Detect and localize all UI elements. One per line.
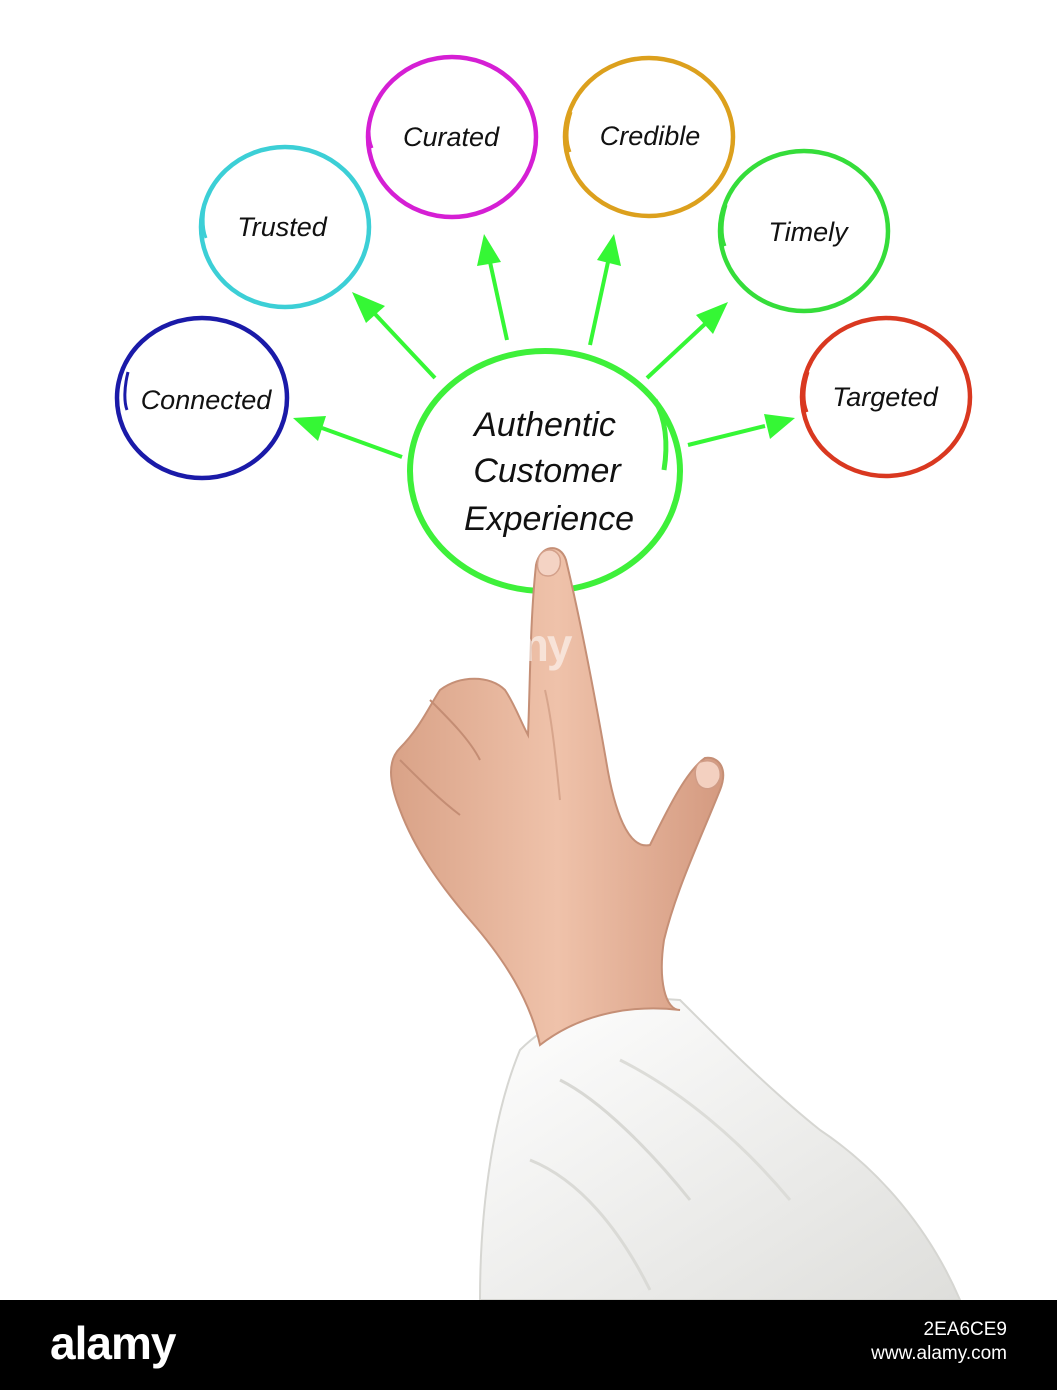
node-circles: Connected Trusted Curated Credible Timel… [114,54,973,481]
shirt-sleeve [478,998,962,1300]
node-credible: Credible [562,55,736,219]
arrow-to-curated [477,234,509,341]
watermark: my [508,619,573,671]
brand-logo: alamy [50,1317,176,1369]
image-id-code: 2EA6CE9 [923,1319,1007,1340]
arrow-to-timely [645,302,728,380]
diagram-scene: Connected Trusted Curated Credible Timel… [114,54,973,1300]
arrows [293,234,795,459]
thumb-nail [694,760,721,790]
image-id-url: www.alamy.com [871,1343,1007,1364]
node-targeted: Targeted [799,315,973,479]
node-label-timely: Timely [768,217,849,247]
arrow-to-connected [293,416,403,459]
hub-label-line3: Experience [464,500,634,538]
pointing-hand-photo [390,547,962,1300]
hub-label-line2: Customer [473,452,622,490]
image-id: 2EA6CE9 www.alamy.com [871,1318,1007,1366]
index-fingernail [536,549,562,577]
node-curated: Curated [365,54,539,220]
node-label-connected: Connected [141,385,273,415]
arrow-to-trusted [352,292,437,380]
node-trusted: Trusted [198,144,372,310]
hand [390,547,725,1047]
node-label-curated: Curated [403,122,500,152]
hub-node: Authentic Customer Experience [407,348,683,594]
hub-label-line1: Authentic [472,406,616,444]
arrow-to-targeted [687,414,795,447]
footer-bar [0,1300,1057,1390]
node-label-credible: Credible [600,121,701,151]
node-timely: Timely [717,148,891,314]
node-label-trusted: Trusted [237,212,328,242]
node-label-targeted: Targeted [832,382,939,412]
arrow-to-credible [588,234,621,346]
node-connected: Connected [114,315,290,481]
